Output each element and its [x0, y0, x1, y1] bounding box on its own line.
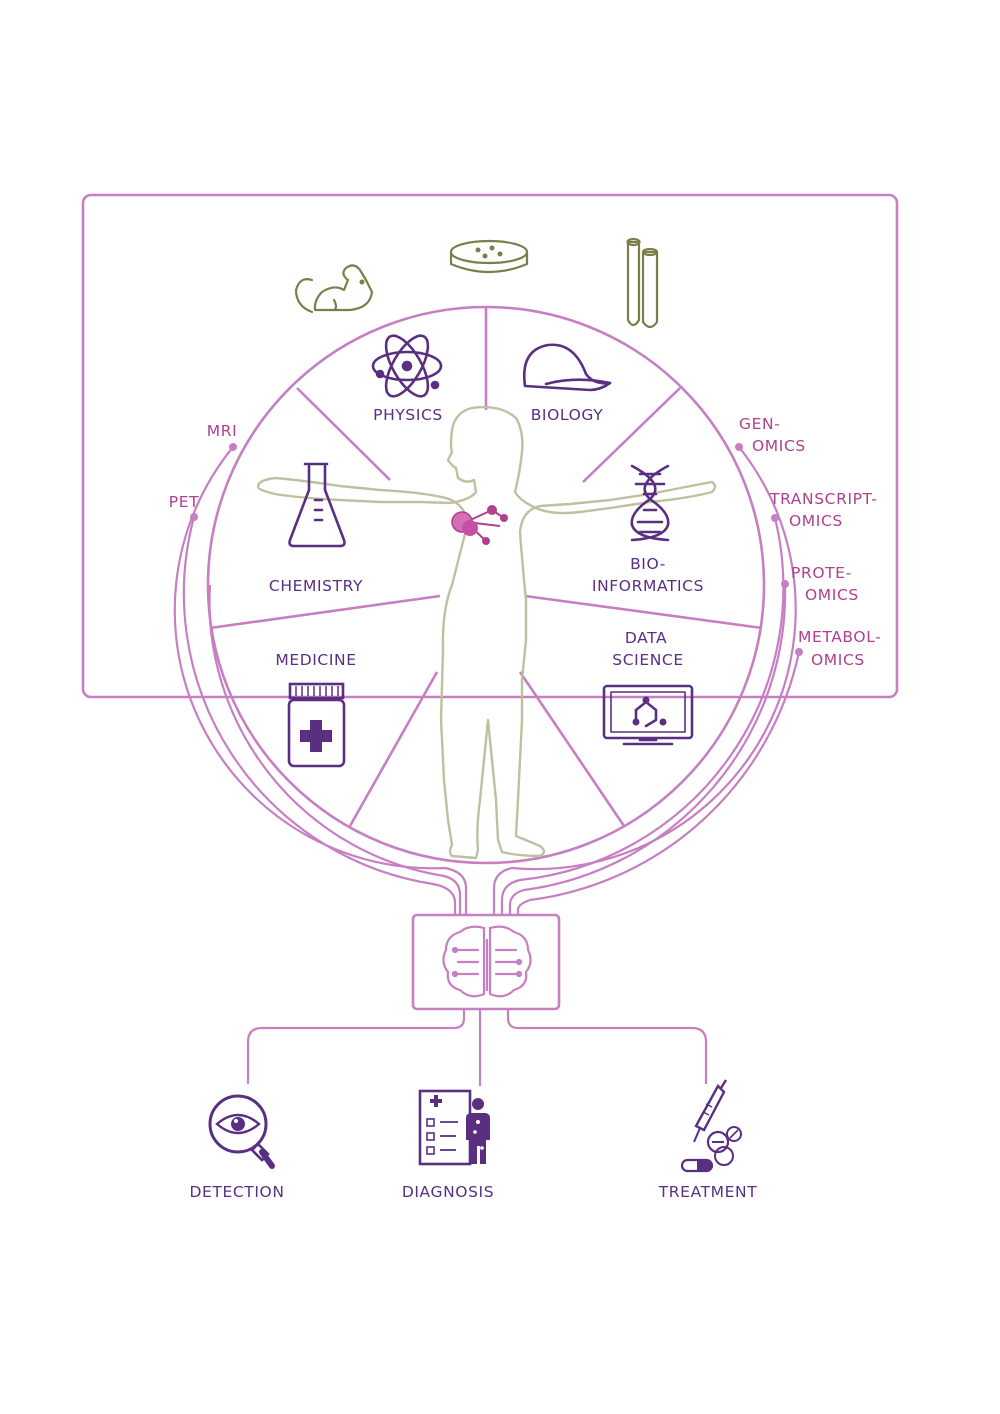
genomics-label-2: OMICS — [752, 437, 806, 455]
pet-label: PET — [169, 493, 199, 511]
genomics-label-1: GEN- — [739, 415, 780, 433]
outer-frame — [81, 193, 899, 699]
clipboard-patient-icon — [418, 1089, 490, 1166]
mri-dot — [229, 443, 237, 451]
syringe-pills-icon — [680, 1079, 742, 1173]
imaging-wires — [173, 446, 468, 915]
data-science-label-1: DATA — [625, 629, 667, 647]
molecule-icon — [451, 505, 508, 545]
genomics-dot — [735, 443, 743, 451]
monitor-molecule-icon — [602, 684, 694, 746]
proteomics-label-1: PROTE- — [791, 564, 852, 582]
dna-icon — [630, 464, 670, 542]
transcriptomics-label-2: OMICS — [789, 512, 843, 530]
magnifier-eye-icon — [208, 1094, 275, 1169]
mri-label: MRI — [207, 422, 238, 440]
human-figure — [256, 405, 717, 860]
omics-wires — [492, 446, 801, 915]
diagnosis-label: DIAGNOSIS — [402, 1183, 494, 1201]
bioinformatics-label-1: BIO- — [630, 555, 666, 573]
chemistry-label: CHEMISTRY — [269, 577, 363, 595]
test-tubes-icon — [626, 237, 659, 329]
treatment-label: TREATMENT — [658, 1183, 758, 1201]
physics-label: PHYSICS — [373, 406, 443, 424]
data-science-label-2: SCIENCE — [612, 651, 683, 669]
output-wires — [246, 1009, 708, 1086]
metabolomics-label-1: METABOL- — [798, 628, 881, 646]
pet-dot — [190, 513, 198, 521]
flask-icon — [288, 462, 346, 548]
detection-label: DETECTION — [189, 1183, 284, 1201]
petri-dish-icon — [449, 239, 529, 274]
ai-brain-icon — [442, 925, 532, 998]
medicine-bottle-icon — [287, 682, 346, 768]
metabolomics-label-2: OMICS — [811, 651, 865, 669]
sector-dividers — [209, 307, 763, 827]
biology-label: BIOLOGY — [531, 406, 604, 424]
metabolomics-dot — [795, 648, 803, 656]
ai-box — [411, 913, 561, 1011]
proteomics-label-2: OMICS — [805, 586, 859, 604]
medicine-label: MEDICINE — [275, 651, 356, 669]
proteomics-dot — [781, 580, 789, 588]
bioinformatics-label-2: INFORMATICS — [592, 577, 704, 595]
mouse-icon — [294, 264, 374, 314]
transcriptomics-dot — [771, 514, 779, 522]
leaf-icon — [522, 343, 612, 392]
transcriptomics-label-1: TRANSCRIPT- — [769, 490, 877, 508]
atom-icon — [371, 334, 443, 398]
